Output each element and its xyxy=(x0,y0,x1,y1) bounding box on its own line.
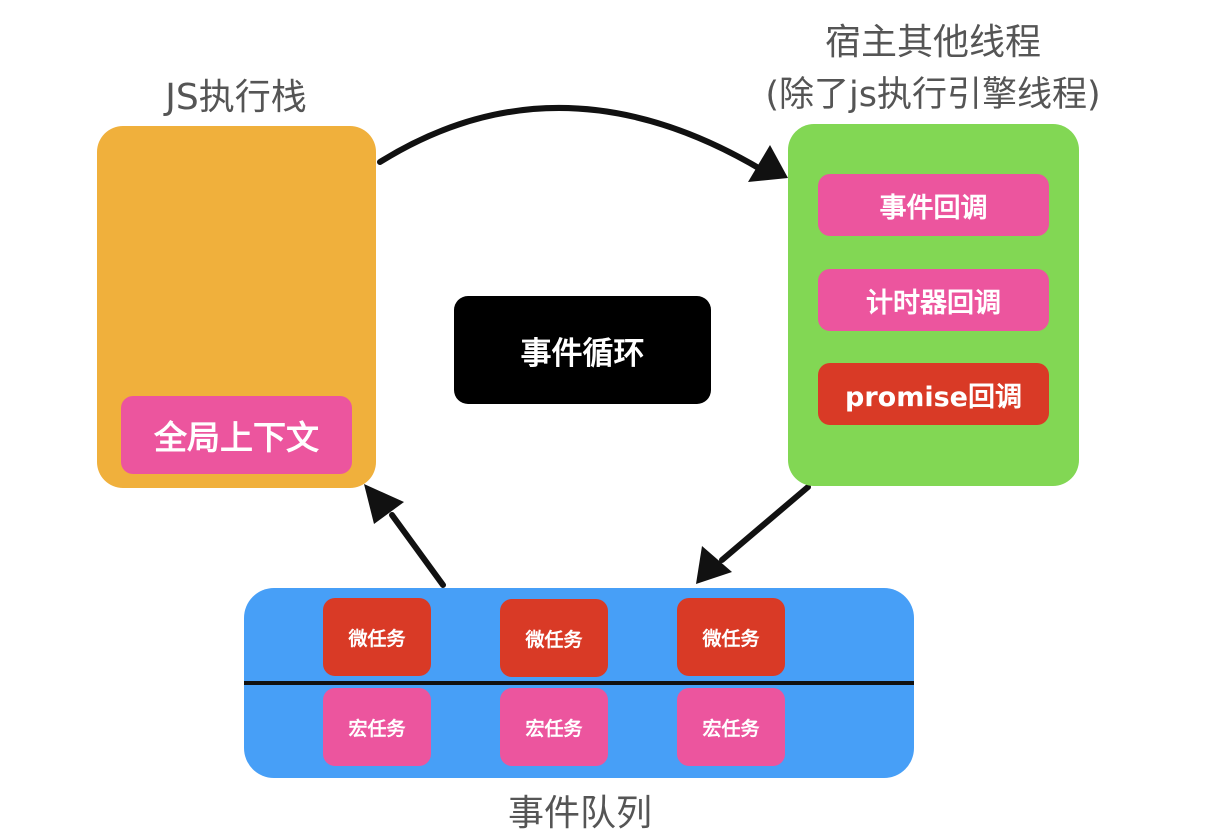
arrow-queue-to-stack xyxy=(389,512,446,588)
micro-task: 微任务 xyxy=(500,599,608,677)
macro-task: 宏任务 xyxy=(500,688,608,766)
arrow-host-to-queue xyxy=(719,484,811,563)
micro-task: 微任务 xyxy=(677,598,785,676)
promise-callback: promise回调 xyxy=(818,363,1049,425)
arrowhead-queue xyxy=(696,546,732,584)
timer-callback: 计时器回调 xyxy=(818,269,1049,331)
macro-task: 宏任务 xyxy=(323,688,431,766)
event-callback: 事件回调 xyxy=(818,174,1049,236)
arrow-stack-to-host xyxy=(377,104,765,173)
event-queue-title: 事件队列 xyxy=(507,793,652,834)
js-stack-title: JS执行栈 xyxy=(165,77,307,118)
host-threads-title: 宿主其他线程 xyxy=(824,22,1041,63)
arrowhead-stack xyxy=(364,484,404,524)
event-loop-label: 事件循环 xyxy=(454,296,711,404)
global-context: 全局上下文 xyxy=(121,396,352,474)
host-threads-subtitle: (除了js执行引擎线程) xyxy=(765,75,1101,115)
macro-task: 宏任务 xyxy=(677,688,785,766)
arrowhead-host xyxy=(748,145,788,182)
queue-divider xyxy=(244,681,914,685)
micro-task: 微任务 xyxy=(323,598,431,676)
